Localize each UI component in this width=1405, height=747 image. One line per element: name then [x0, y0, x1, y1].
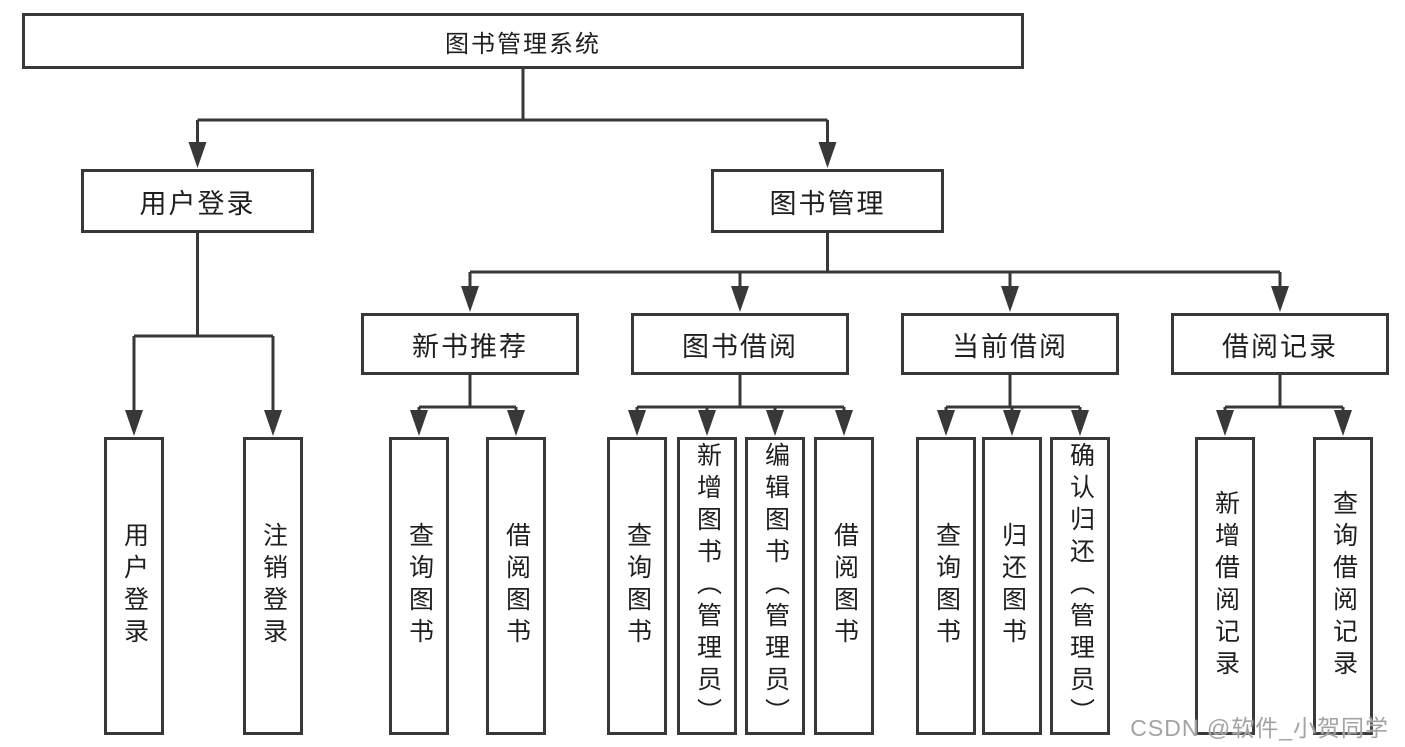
- node-book-management: 图书管理: [711, 169, 944, 233]
- node-current-borrowing: 当前借阅: [901, 313, 1119, 375]
- node-label: 查询借阅记录: [1329, 490, 1358, 682]
- arrowhead: [1334, 410, 1352, 436]
- node-label: 查询图书: [623, 522, 652, 650]
- node-label: 图书管理: [769, 188, 886, 219]
- connector-root-to-level2: [196, 69, 829, 144]
- arrowhead: [264, 410, 282, 436]
- node-user-login: 用户登录: [81, 169, 314, 233]
- node-label: 注销登录: [259, 522, 288, 650]
- arrowhead: [698, 410, 716, 436]
- arrowhead: [835, 410, 853, 436]
- arrowhead: [1003, 410, 1021, 436]
- leaf-borrow-books-recommend: 借阅图书: [486, 437, 546, 735]
- leaf-query-books-borrowing: 查询图书: [607, 437, 667, 735]
- node-label: 当前借阅: [952, 331, 1068, 362]
- leaf-query-books-recommend: 查询图书: [389, 437, 449, 735]
- node-borrowing-records: 借阅记录: [1171, 313, 1389, 375]
- arrowhead: [818, 142, 837, 168]
- node-label: 归还图书: [998, 522, 1027, 650]
- node-label: 确认归还（管理员）: [1066, 442, 1095, 730]
- leaf-add-book-admin: 新增图书（管理员）: [677, 437, 737, 735]
- node-label: 图书管理系统: [445, 30, 601, 58]
- arrowhead: [1071, 410, 1089, 436]
- leaf-query-borrow-record: 查询借阅记录: [1313, 437, 1373, 735]
- arrowhead: [410, 410, 428, 436]
- node-book-borrowing: 图书借阅: [631, 313, 849, 375]
- arrowhead: [125, 410, 143, 436]
- leaf-user-login: 用户登录: [104, 437, 164, 735]
- leaf-logout: 注销登录: [243, 437, 303, 735]
- node-book-management-system: 图书管理系统: [22, 13, 1024, 69]
- arrowhead: [188, 142, 207, 168]
- node-label: 用户登录: [120, 522, 149, 650]
- connector-current-to-leaves: [944, 375, 1082, 412]
- arrowhead: [1216, 410, 1234, 436]
- arrowhead: [766, 410, 784, 436]
- node-label: 新增图书（管理员）: [693, 442, 722, 730]
- node-label: 用户登录: [139, 188, 256, 219]
- csdn-watermark: CSDN @软件_小贺同学: [1130, 715, 1389, 741]
- arrowhead: [937, 410, 955, 436]
- node-label: 新增借阅记录: [1211, 490, 1240, 682]
- leaf-return-books: 归还图书: [982, 437, 1042, 735]
- arrowhead: [1271, 286, 1289, 312]
- arrowheads: [125, 142, 1352, 436]
- leaf-query-books-current: 查询图书: [916, 437, 976, 735]
- node-label: 查询图书: [405, 522, 434, 650]
- node-label: 图书借阅: [682, 331, 798, 362]
- connector-login-to-leaves: [132, 233, 275, 412]
- leaf-edit-book-admin: 编辑图书（管理员）: [745, 437, 805, 735]
- node-label: 查询图书: [932, 522, 961, 650]
- node-label: 借阅图书: [830, 522, 859, 650]
- node-label: 借阅记录: [1222, 331, 1338, 362]
- arrowhead: [1001, 286, 1019, 312]
- leaf-confirm-return-admin: 确认归还（管理员）: [1050, 437, 1110, 735]
- node-label: 编辑图书（管理员）: [761, 442, 790, 730]
- arrowhead: [628, 410, 646, 436]
- connector-newbook-to-leaves: [417, 375, 518, 412]
- connector-records-to-leaves: [1223, 375, 1345, 412]
- leaf-add-borrow-record: 新增借阅记录: [1195, 437, 1255, 735]
- node-label: 借阅图书: [502, 522, 531, 650]
- node-label: 新书推荐: [412, 331, 528, 362]
- node-new-book-recommend: 新书推荐: [361, 313, 579, 375]
- arrowhead: [731, 286, 749, 312]
- connector-mgmt-to-level3: [468, 233, 1282, 290]
- arrowhead: [461, 286, 479, 312]
- connector-borrow-to-leaves: [635, 375, 846, 412]
- leaf-borrow-books-borrowing: 借阅图书: [814, 437, 874, 735]
- arrowhead: [507, 410, 525, 436]
